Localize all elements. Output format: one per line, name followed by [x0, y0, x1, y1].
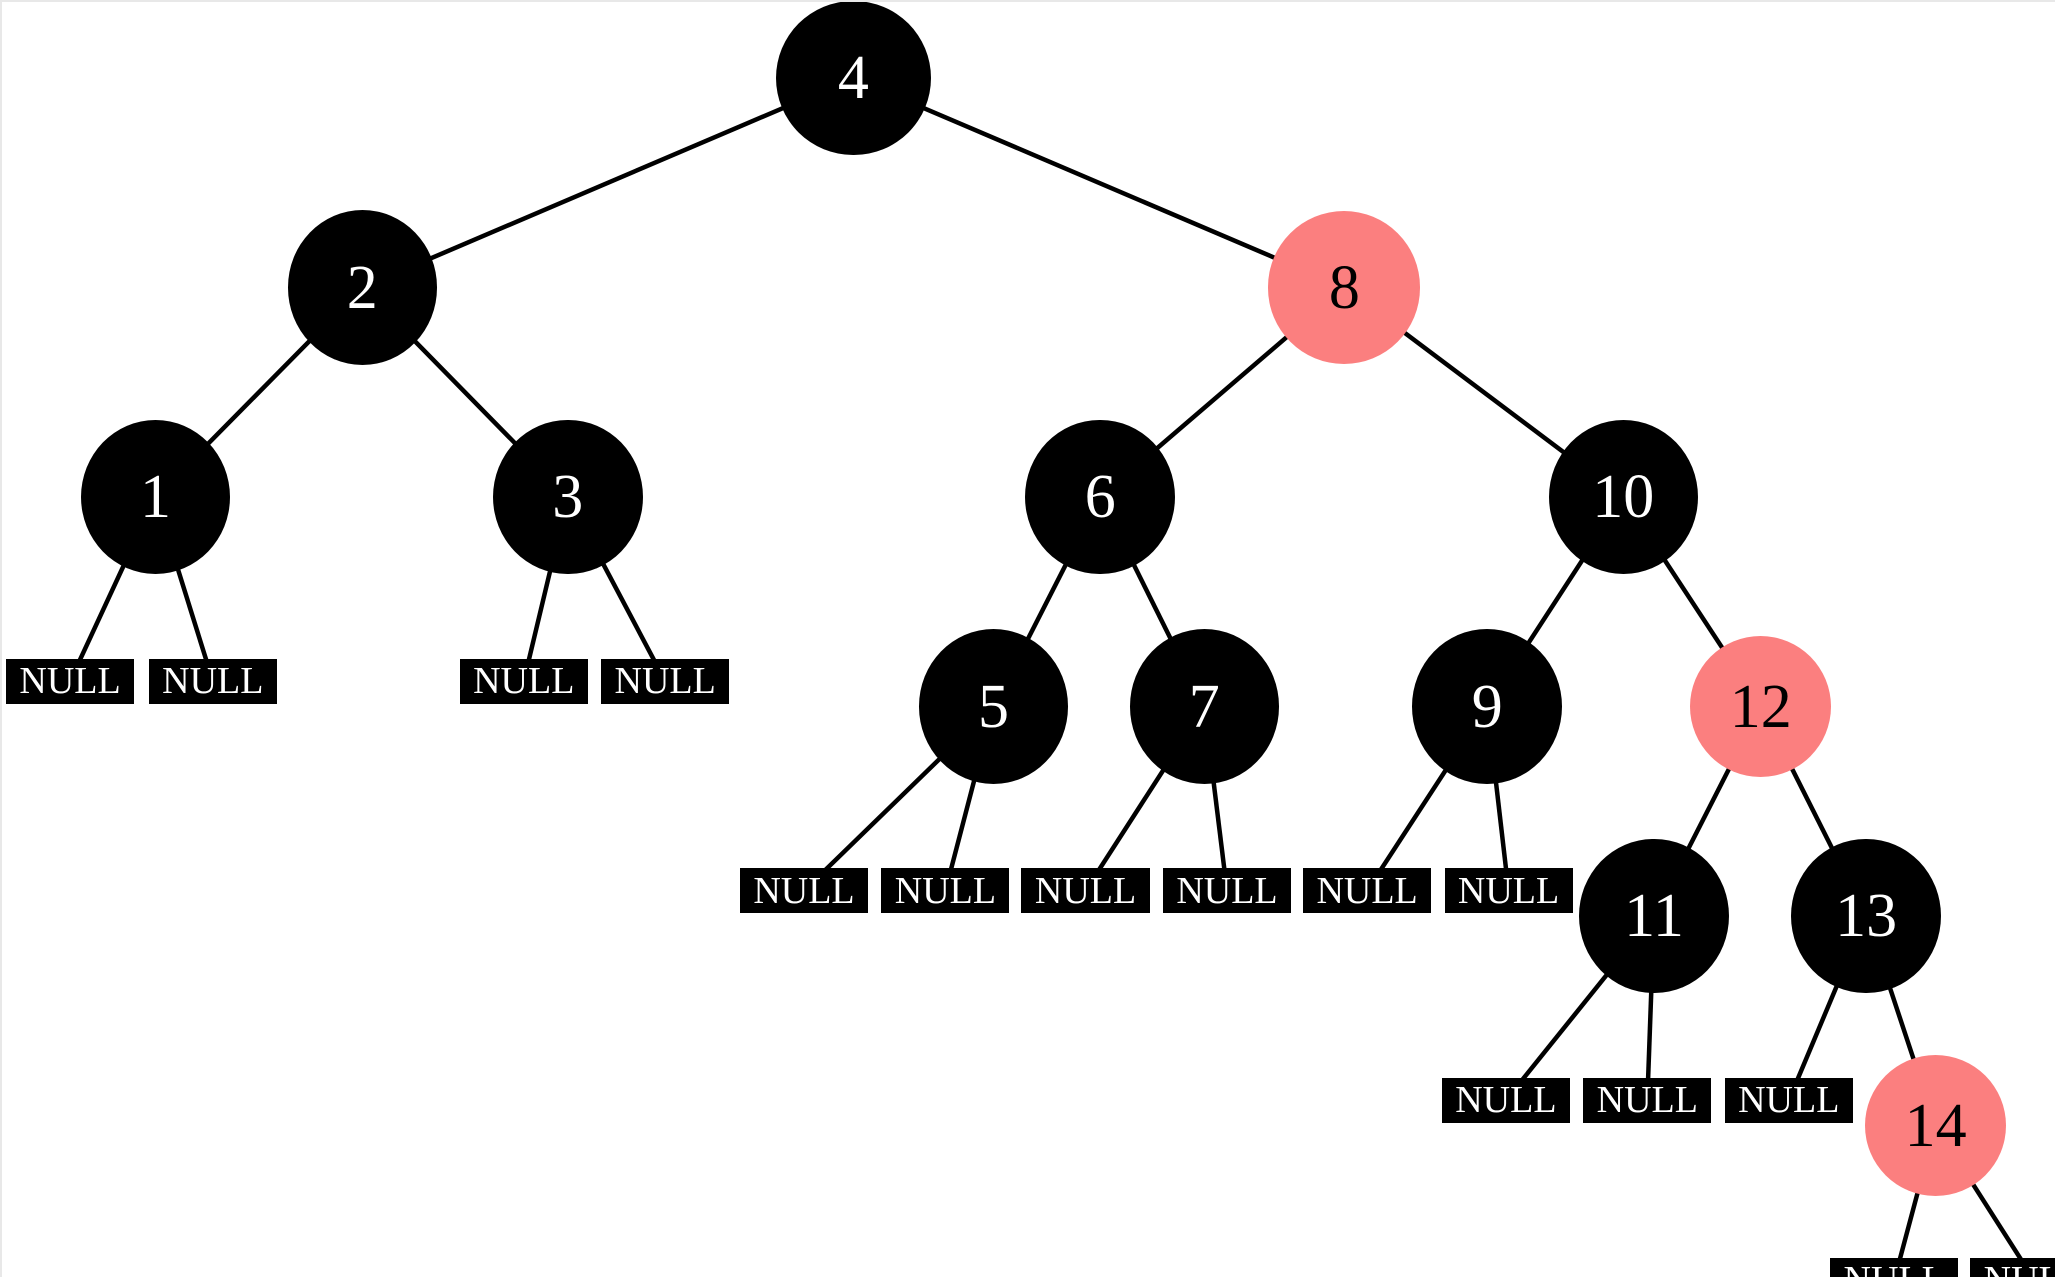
null-leaf-box: NULL: [1441, 1077, 1570, 1123]
null-leaf-label: NULL: [162, 660, 264, 703]
tree-node-label: 13: [1835, 882, 1898, 951]
tree-node-2[interactable]: 2: [287, 210, 438, 365]
null-leaf-box: NULL: [601, 658, 730, 704]
null-leaf-box: NULL: [459, 658, 588, 704]
tree-node-label: 2: [346, 253, 378, 322]
tree-node-11[interactable]: 11: [1579, 838, 1729, 994]
null-leaf-label: NULL: [753, 869, 855, 912]
null-leaf-label: NULL: [1455, 1079, 1557, 1122]
tree-node-6[interactable]: 6: [1025, 419, 1175, 575]
null-leaf-box: NULL: [1021, 868, 1150, 914]
null-leaf-box: NULL: [739, 868, 869, 914]
null-leaf-label: NULL: [1844, 1261, 1945, 1277]
tree-node-label: 14: [1904, 1091, 1967, 1160]
tree-node-5[interactable]: 5: [918, 629, 1069, 784]
tree-node-label: 8: [1328, 253, 1360, 322]
tree-edge: [853, 78, 1344, 287]
null-leaf-label: NULL: [1034, 869, 1137, 912]
tree-node-10[interactable]: 10: [1548, 419, 1699, 575]
null-leaf-label: NULL: [19, 660, 121, 703]
tree-node-1[interactable]: 1: [80, 419, 231, 575]
tree-node-label: 3: [552, 463, 584, 532]
null-leaf-label: NULL: [1596, 1079, 1698, 1122]
tree-edge: [362, 78, 853, 287]
tree-node-label: 7: [1188, 672, 1220, 741]
tree-node-7[interactable]: 7: [1129, 629, 1280, 784]
tree-node-label: 11: [1624, 882, 1684, 951]
tree-node-label: 9: [1471, 672, 1503, 741]
tree-node-label: 5: [977, 672, 1009, 741]
null-leaf-label: NULL: [473, 660, 575, 703]
null-leaf-box: NULL: [1830, 1257, 1959, 1277]
null-leaf-label: NULL: [1984, 1261, 2055, 1277]
null-leaf-box: NULL: [1724, 1077, 1853, 1123]
tree-node-13[interactable]: 13: [1791, 838, 1941, 994]
null-leaf-box: NULL: [1162, 868, 1292, 914]
tree-node-9[interactable]: 9: [1412, 629, 1562, 784]
null-leaf-box: NULL: [881, 868, 1010, 914]
tree-node-label: 1: [139, 463, 171, 532]
null-leaf-label: NULL: [614, 660, 716, 703]
null-leaf-label: NULL: [1457, 869, 1560, 912]
tree-node-label: 12: [1729, 672, 1792, 741]
null-leaf-label: NULL: [1316, 869, 1418, 912]
tree-node-14[interactable]: 14: [1864, 1054, 2007, 1197]
null-leaf-label: NULL: [1738, 1079, 1840, 1122]
null-leaf-box: NULL: [1970, 1257, 2055, 1277]
tree-node-label: 4: [837, 44, 869, 113]
null-leaf-label: NULL: [894, 869, 997, 912]
null-leaf-box: NULL: [1444, 868, 1573, 914]
null-leaf-box: NULL: [148, 658, 277, 704]
tree-node-12[interactable]: 12: [1690, 635, 1832, 778]
null-leaf-box: NULL: [1303, 868, 1432, 914]
tree-node-label: 6: [1084, 463, 1116, 532]
tree-node-4[interactable]: 4: [775, 2, 931, 156]
null-leaf-box: NULL: [1583, 1077, 1712, 1123]
tree-node-8[interactable]: 8: [1268, 211, 1421, 364]
null-leaf-label: NULL: [1176, 869, 1278, 912]
tree-node-label: 10: [1592, 463, 1655, 532]
null-leaf-box: NULL: [6, 658, 135, 704]
tree-node-3[interactable]: 3: [493, 419, 643, 575]
